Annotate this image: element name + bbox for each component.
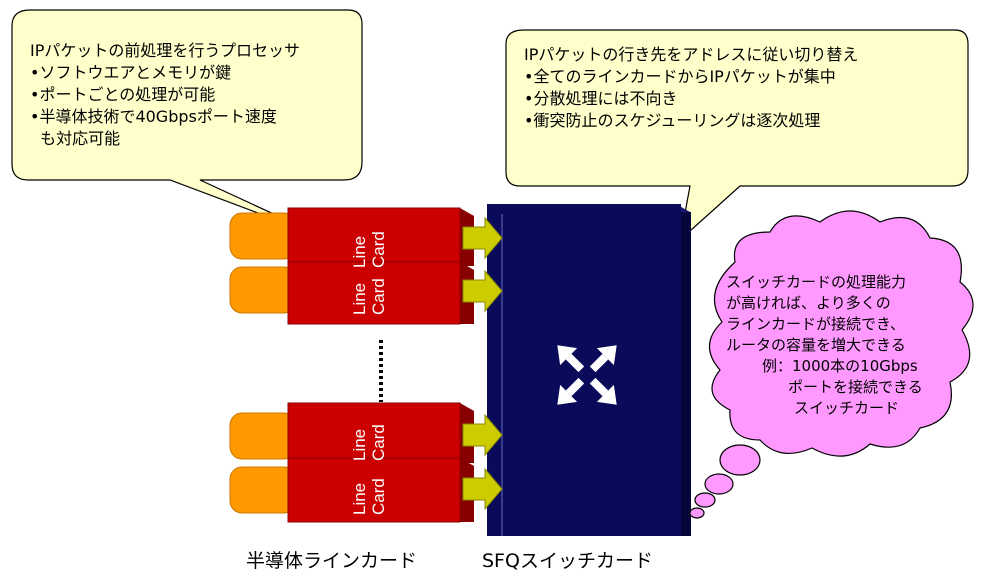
thought-bubble-3 (694, 492, 716, 508)
port-1 (229, 212, 297, 260)
thought-bubble-2 (704, 473, 734, 495)
callout-right-text: IPパケットの行き先をアドレスに従い切り替え •全てのラインカードからIPパケッ… (524, 44, 858, 132)
line-card-4-label-line2: Card (369, 478, 388, 515)
arrow-3 (462, 413, 503, 457)
line-card-1-label-line1: Line (350, 235, 369, 268)
callout-right-line-4: •衝突防止のスケジューリングは逐次処理 (524, 111, 821, 130)
thought-cloud (689, 210, 974, 519)
line-card-3-label-line2: Card (369, 424, 388, 461)
line-card-1-label-line2: Card (369, 231, 388, 268)
line-card-3-label-line1: Line (350, 428, 369, 461)
four-way-arrows-icon (557, 345, 617, 405)
line-card-2-label: Line Card (350, 271, 390, 315)
port-3 (229, 412, 297, 460)
line-card-4-label: Line Card (350, 471, 390, 515)
line-card-2 (287, 261, 474, 325)
callout-right-line-3: •分散処理には不向き (524, 89, 678, 108)
callout-left-line-2: •ソフトウエアとメモリが鍵 (30, 63, 232, 82)
switch-card-caption: SFQスイッチカード (482, 550, 653, 572)
line-card-3-label: Line Card (350, 417, 390, 461)
arrow-group (462, 216, 503, 511)
callout-left-line-3: •ポートごとの処理が可能 (30, 85, 216, 104)
switch-card (487, 204, 691, 536)
port-2 (229, 266, 297, 314)
cloud-line-5: 例：1000本の10Gbps (762, 357, 918, 375)
line-card-4 (287, 457, 474, 523)
callout-right-line-1: IPパケットの行き先をアドレスに従い切り替え (524, 45, 859, 64)
callout-right-line-2: •全てのラインカードからIPパケットが集中 (524, 67, 836, 86)
cloud-text: スイッチカードの処理能力 が高ければ、より多くの ラインカードが接続でき、 ルー… (726, 272, 923, 419)
line-card-2-label-line1: Line (350, 282, 369, 315)
line-card-caption: 半導体ラインカード (246, 550, 418, 572)
line-card-2-label-line2: Card (369, 278, 388, 315)
cloud-line-4: ルータの容量を増大できる (726, 336, 906, 354)
port-4 (229, 466, 297, 514)
arrow-4 (462, 467, 503, 511)
callout-left-line-4: •半導体技術で40Gbpsポート速度 (30, 107, 277, 126)
port-group (229, 212, 297, 514)
cloud-line-6: ポートを接続できる (788, 378, 923, 396)
line-card-3 (287, 402, 474, 464)
callout-left-bubble (11, 9, 363, 241)
line-card-4-label-line1: Line (350, 482, 369, 515)
cloud-line-7: スイッチカード (794, 399, 900, 417)
callout-right-bubble (505, 29, 969, 242)
thought-bubble-4 (689, 507, 705, 519)
cloud-line-1: スイッチカードの処理能力 (726, 273, 907, 291)
cloud-line-2: が高ければ、より多くの (726, 294, 891, 312)
arrow-2 (462, 269, 503, 313)
line-card-1-label: Line Card (350, 224, 390, 268)
arrow-1 (462, 216, 503, 260)
thought-bubble-1 (719, 444, 761, 476)
callout-left-line-5: も対応可能 (30, 129, 121, 148)
cloud-line-3: ラインカードが接続でき、 (726, 315, 905, 333)
callout-left-line-1: IPパケットの前処理を行うプロセッサ (30, 41, 301, 60)
callout-left-text: IPパケットの前処理を行うプロセッサ •ソフトウエアとメモリが鍵 •ポートごとの… (30, 40, 300, 150)
